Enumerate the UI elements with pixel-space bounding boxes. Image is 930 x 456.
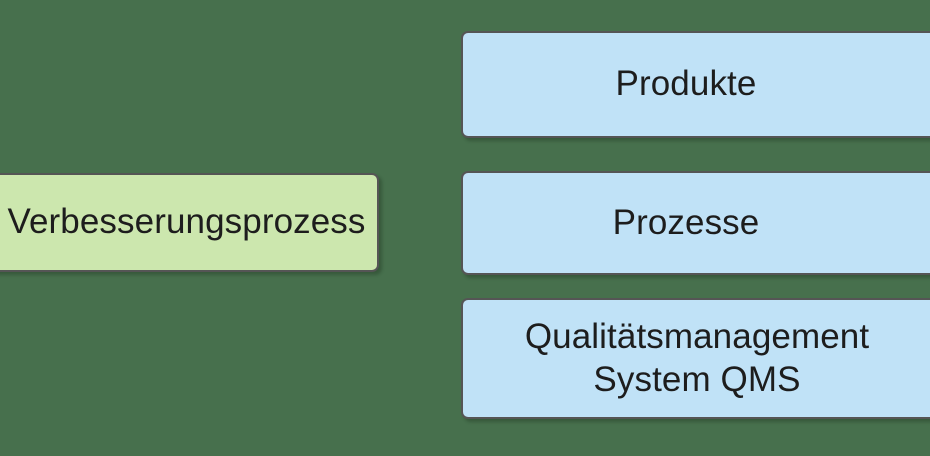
diagram-node-prozesse[interactable]: Prozesse xyxy=(461,171,930,275)
diagram-node-label: Qualitätsmanagement System QMS xyxy=(524,316,870,399)
diagram-node-label: Verbesserungsprozess xyxy=(7,202,366,242)
diagram-node-qms[interactable]: Qualitätsmanagement System QMS xyxy=(461,298,930,419)
diagram-node-verbesserungsprozess[interactable]: Verbesserungsprozess xyxy=(0,173,379,272)
diagram-node-label: Produkte xyxy=(615,64,757,104)
diagram-node-label: Prozesse xyxy=(612,202,760,242)
diagram-node-produkte[interactable]: Produkte xyxy=(461,31,930,138)
